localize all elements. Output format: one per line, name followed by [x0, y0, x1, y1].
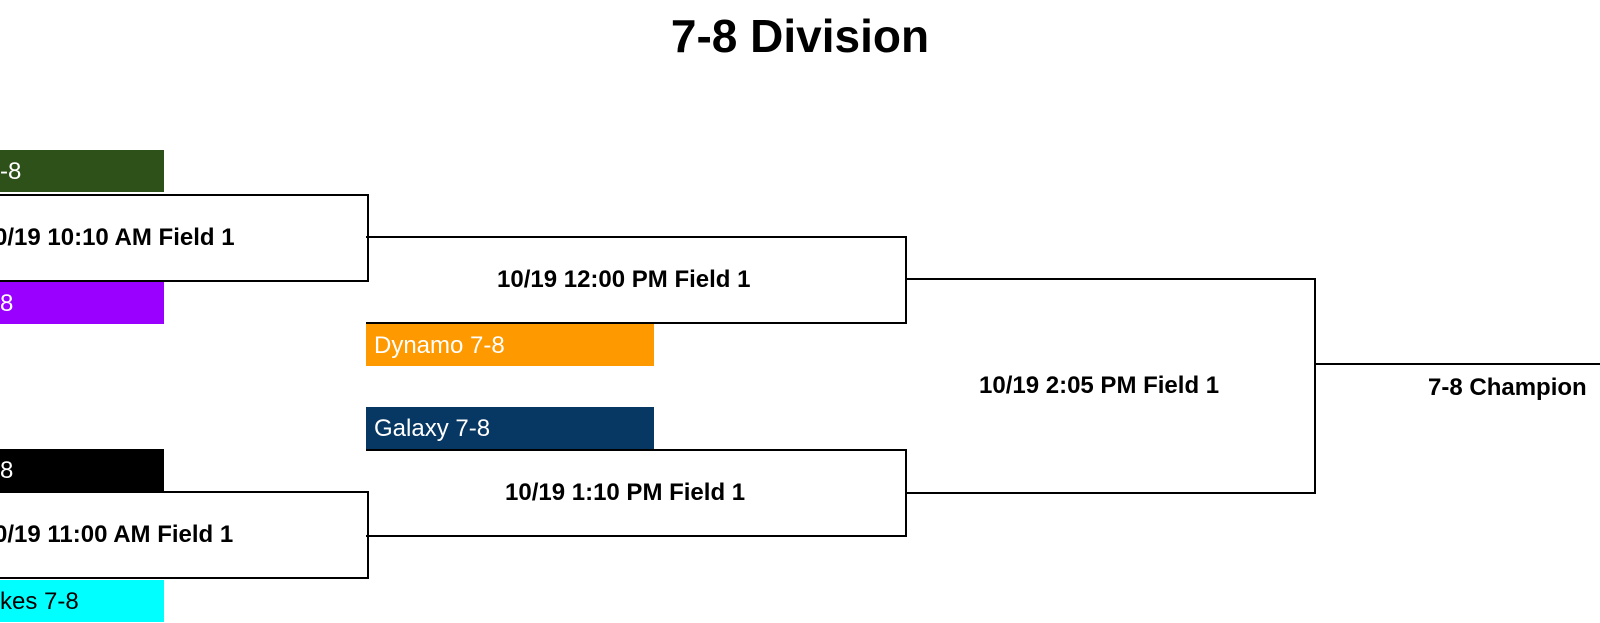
champion-line: [1314, 363, 1600, 365]
champion-label: 7-8 Champion: [1428, 374, 1587, 401]
match-box-r1-top: [0, 194, 369, 282]
bracket-title: 7-8 Division: [670, 10, 930, 62]
match-box-r2-top: [366, 236, 907, 324]
team-slot-dynamo: Dynamo 7-8: [366, 324, 654, 366]
game-label-final: 10/19 2:05 PM Field 1: [979, 372, 1220, 399]
match-box-final: [905, 278, 1316, 494]
team-slot-5: 8: [0, 449, 164, 491]
game-label-r2-bottom: 10/19 1:10 PM Field 1: [505, 479, 746, 506]
game-label-r1-bottom: 0/19 11:00 AM Field 1: [0, 521, 234, 548]
team-slot-galaxy: Galaxy 7-8: [366, 407, 654, 449]
team-slot-1: -8: [0, 150, 164, 192]
team-slot-6: kes 7-8: [0, 580, 164, 622]
game-label-r1-top: 0/19 10:10 AM Field 1: [0, 224, 235, 251]
game-label-r2-top: 10/19 12:00 PM Field 1: [497, 266, 751, 293]
team-slot-2: 8: [0, 282, 164, 324]
